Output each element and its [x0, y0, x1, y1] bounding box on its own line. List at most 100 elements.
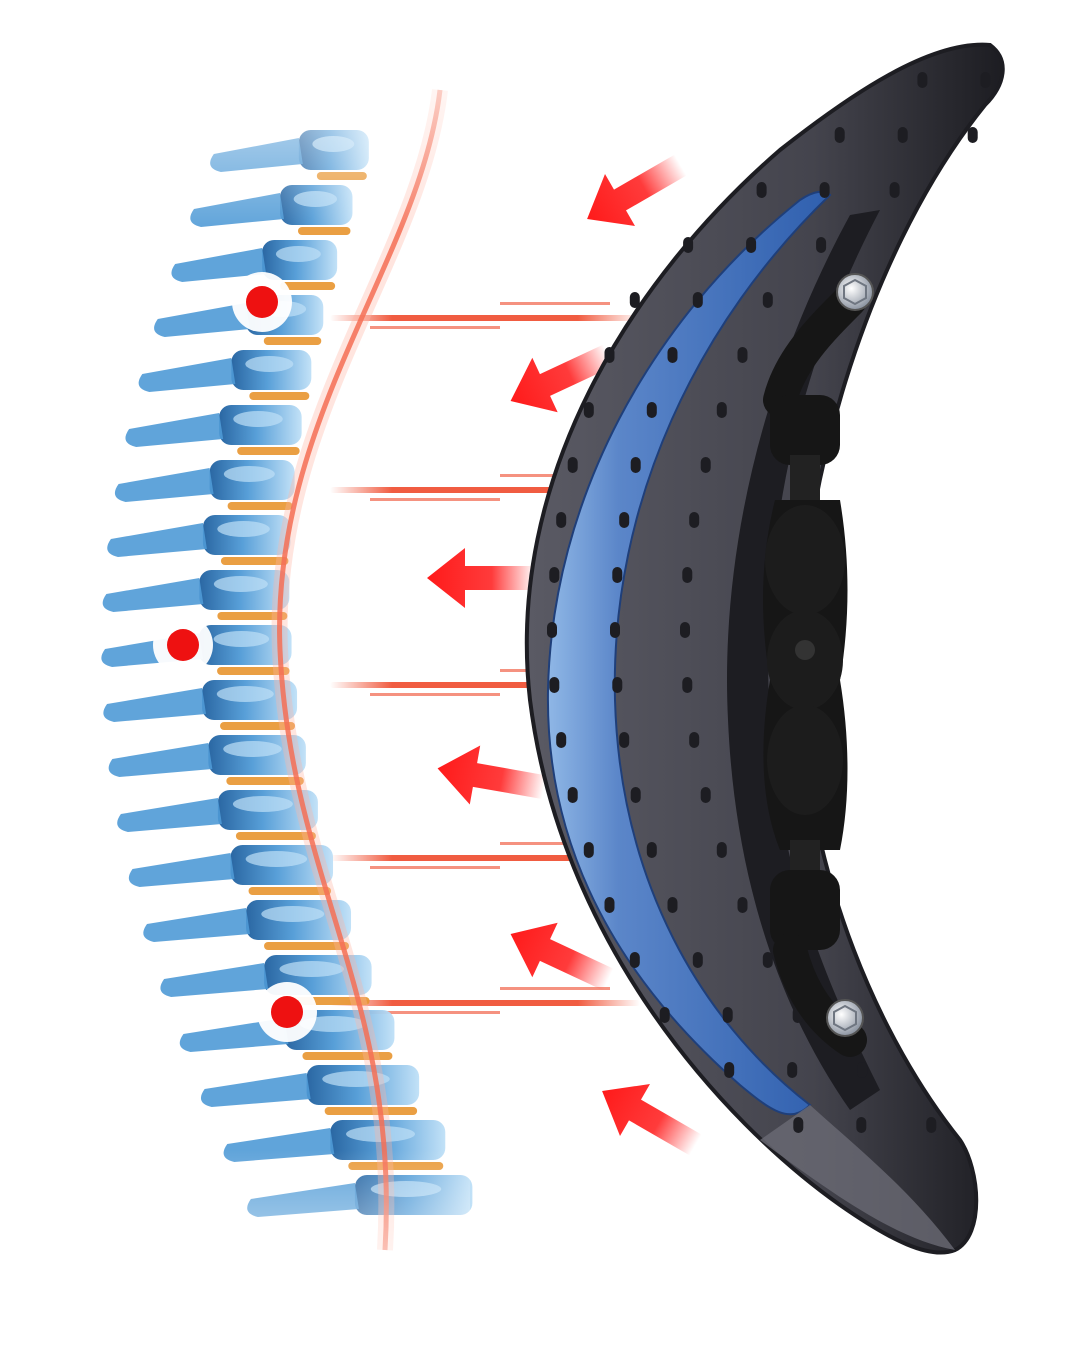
vertebra-process: [200, 1073, 311, 1107]
massage-node: [834, 127, 845, 143]
fade-bottom: [0, 1150, 470, 1350]
massage-node: [667, 897, 678, 913]
vertebra-process: [108, 743, 213, 777]
vertebra-highlight: [217, 521, 270, 537]
massage-node: [583, 842, 594, 858]
massage-node: [897, 127, 908, 143]
vertebra-process: [128, 853, 235, 887]
vertebra-highlight: [299, 1016, 366, 1032]
massage-node: [746, 237, 757, 253]
vertebra-highlight: [216, 686, 274, 702]
energy-line: [500, 302, 610, 305]
arrow-icon: [587, 154, 687, 226]
spinal-disc: [249, 392, 310, 400]
massage-node: [762, 292, 773, 308]
massage-node: [612, 567, 623, 583]
energy-line: [330, 855, 640, 861]
vertebra-process: [107, 523, 207, 557]
massage-node: [737, 347, 748, 363]
massage-node: [682, 567, 693, 583]
spinal-disc: [237, 447, 300, 455]
massage-node: [700, 787, 711, 803]
bolt-icon: [826, 999, 864, 1037]
vertebra-highlight: [223, 741, 282, 757]
vertebra-process: [114, 468, 214, 502]
massage-node: [547, 622, 557, 638]
arrow-icon: [510, 344, 614, 413]
energy-line: [370, 326, 500, 329]
spinal-disc: [226, 777, 304, 785]
massage-node: [926, 1117, 937, 1133]
massage-node: [680, 622, 690, 638]
massage-node: [683, 237, 694, 253]
energy-line: [500, 842, 610, 845]
arrow-shape: [602, 1084, 702, 1156]
spine-curve-line: [277, 89, 443, 1251]
energy-line: [370, 693, 500, 696]
vertebra-process: [138, 358, 236, 392]
arrow-icon: [510, 922, 614, 991]
massage-node: [612, 677, 623, 693]
massage-node: [689, 732, 700, 748]
arrow-shape: [427, 548, 535, 608]
massage-node: [629, 292, 640, 308]
arrow-shape: [510, 344, 614, 413]
massage-node: [630, 787, 641, 803]
energy-line: [370, 1011, 500, 1014]
massage-node: [967, 127, 978, 143]
massage-node: [889, 182, 900, 198]
massage-node: [646, 402, 657, 418]
vertebra-process: [102, 578, 204, 612]
vertebra-highlight: [232, 796, 293, 812]
massage-node: [700, 457, 711, 473]
massage-node: [610, 622, 620, 638]
vertebra-highlight: [223, 466, 275, 482]
arrow-shape: [587, 154, 687, 226]
massage-node: [682, 677, 693, 693]
massage-node: [604, 347, 615, 363]
spinal-disc: [324, 1107, 418, 1115]
spinal-disc: [263, 337, 322, 345]
pain-points: [153, 272, 317, 1042]
massage-node: [667, 347, 678, 363]
arrow-shape: [437, 745, 547, 805]
vertebra-highlight: [245, 851, 308, 867]
massage-node: [787, 1062, 798, 1078]
arrow-icon: [602, 1084, 702, 1156]
vertebra-highlight: [213, 576, 268, 592]
spinal-disc: [248, 887, 332, 895]
massage-node: [567, 457, 578, 473]
massage-node: [630, 457, 641, 473]
massage-node: [722, 1007, 733, 1023]
vertebra-process: [154, 303, 250, 337]
massage-node: [857, 1062, 868, 1078]
spinal-disc: [235, 832, 316, 840]
spinal-disc: [217, 612, 288, 620]
massage-node: [629, 952, 640, 968]
massage-node: [737, 897, 748, 913]
vertebra-highlight: [275, 246, 321, 262]
spinal-disc: [264, 942, 350, 950]
massage-node: [692, 952, 703, 968]
massage-node: [716, 842, 727, 858]
arrow-shape: [510, 922, 614, 991]
energy-line: [370, 498, 500, 501]
arrow-icon: [437, 745, 547, 805]
device-tip: [760, 1105, 955, 1250]
massage-node: [692, 292, 703, 308]
pain-point-icon: [246, 286, 278, 318]
pain-point-icon: [271, 996, 303, 1028]
massage-node: [659, 1007, 670, 1023]
vertebra-process: [125, 413, 224, 447]
massage-node: [917, 72, 928, 88]
energy-line: [330, 315, 640, 321]
massage-node: [604, 897, 615, 913]
spinal-disc: [280, 282, 336, 290]
massage-node: [762, 952, 773, 968]
fade-top: [0, 0, 470, 230]
massage-node: [619, 732, 630, 748]
vertebra-process: [160, 963, 269, 997]
massage-node: [756, 182, 767, 198]
pain-point-icon: [167, 629, 199, 661]
